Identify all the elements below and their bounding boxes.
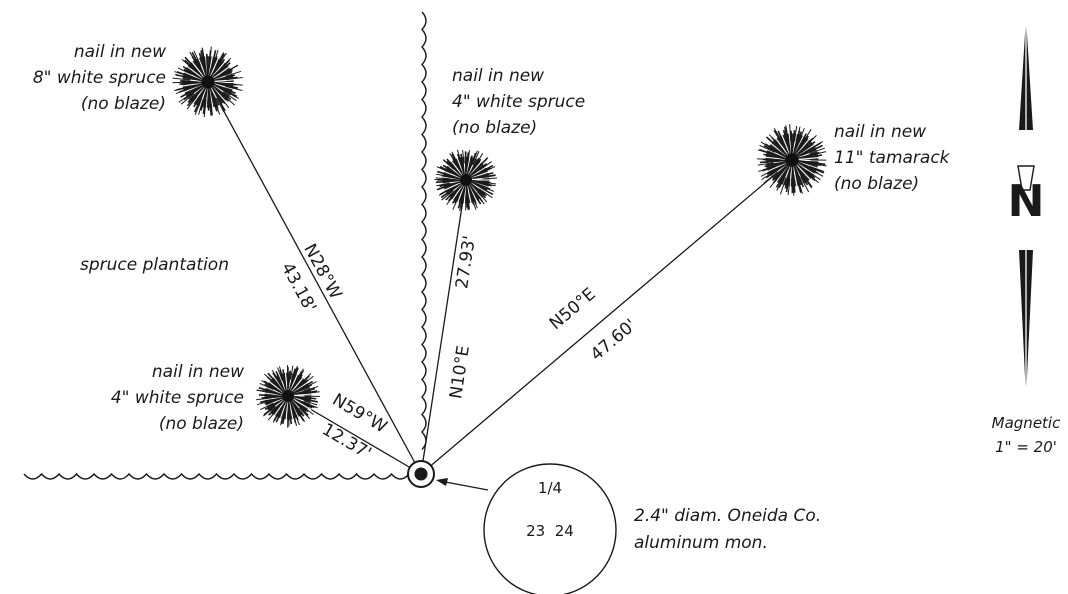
tree-label-11in-tamarack-line-3: (no blaze) — [834, 174, 919, 194]
tree-label-4in-spruce-low-line-3: (no blaze) — [159, 414, 244, 434]
tree-symbol-4in-spruce-top — [434, 149, 498, 211]
monument-leader-arrow — [436, 478, 489, 491]
north-arrow-letter: N — [1008, 176, 1045, 227]
tie-line-4in-spruce-top — [420, 179, 467, 475]
tree-label-11in-tamarack-line-2: 11" tamarack — [834, 148, 951, 168]
fence-line-horizontal — [23, 472, 410, 480]
area-label-spruce-plantation: spruce plantation — [80, 255, 229, 275]
tree-label-8in-spruce-line-1: nail in new — [74, 42, 166, 62]
tie-distance-11in-tamarack: 47.60' — [587, 315, 641, 365]
tree-symbol-4in-spruce-low — [256, 365, 320, 428]
tie-bearing-11in-tamarack: N50°E — [546, 284, 600, 334]
tie-line-8in-spruce — [207, 81, 422, 475]
monument-detail-circle — [483, 463, 617, 594]
tree-label-4in-spruce-top-line-1: nail in new — [452, 66, 544, 86]
tree-label-4in-spruce-top-line-3: (no blaze) — [452, 118, 537, 138]
tree-label-8in-spruce-line-3: (no blaze) — [81, 94, 166, 114]
north-arrow-caption-line-2: 1" = 20' — [995, 438, 1057, 456]
monument-description-line-1: 2.4" diam. Oneida Co. — [634, 506, 821, 526]
monument-detail-bottom: 23 24 — [526, 522, 574, 540]
north-arrow-icon — [1017, 18, 1035, 398]
tree-symbol-8in-spruce — [172, 46, 243, 118]
corner-monument-symbol — [407, 460, 435, 488]
tree-label-4in-spruce-low-line-2: 4" white spruce — [111, 388, 244, 408]
tree-symbol-11in-tamarack — [757, 124, 827, 196]
tree-label-8in-spruce-line-2: 8" white spruce — [33, 68, 166, 88]
tree-label-4in-spruce-low-line-1: nail in new — [152, 362, 244, 382]
tie-line-11in-tamarack — [420, 159, 793, 475]
north-arrow-caption-line-1: Magnetic — [992, 414, 1061, 432]
fence-line-vertical — [421, 11, 427, 450]
tree-label-4in-spruce-top-line-2: 4" white spruce — [452, 92, 585, 112]
monument-detail-top: 1/4 — [538, 479, 562, 497]
monument-description-line-2: aluminum mon. — [634, 533, 768, 553]
tree-label-11in-tamarack-line-1: nail in new — [834, 122, 926, 142]
tie-bearing-4in-spruce-top: N10°E — [446, 344, 474, 400]
